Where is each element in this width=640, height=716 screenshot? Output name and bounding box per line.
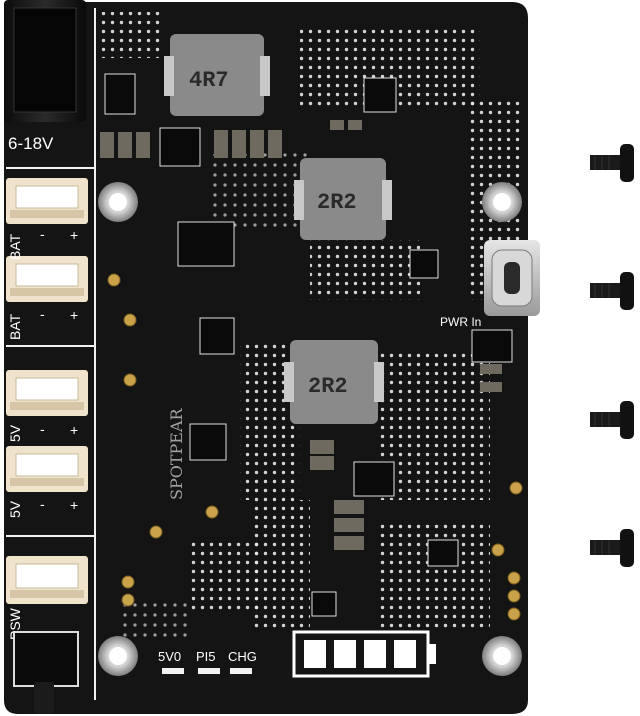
connector-psw (6, 556, 88, 604)
left-section-dividers (6, 167, 95, 537)
connector-label-5v-1: 5V (7, 424, 23, 442)
battery-indicator (292, 630, 436, 678)
led-label-5v0: 5V0 (158, 649, 181, 664)
inductor-middle-label: 2R2 (317, 190, 357, 215)
connector-5v-1 (6, 370, 88, 416)
passive-components (100, 120, 502, 550)
usb-power-label: PWR In (440, 315, 481, 329)
polarity-minus-4: - (40, 496, 45, 512)
dc-barrel-jack (4, 0, 86, 122)
led-label-pi5: PI5 (196, 649, 216, 664)
connector-bat-1 (6, 178, 88, 224)
polarity-plus-4: + (70, 497, 78, 513)
screw-1 (590, 144, 634, 182)
polarity-plus-2: + (70, 307, 78, 323)
mounting-hole-bottom-left (98, 636, 138, 676)
polarity-minus-3: - (40, 421, 45, 437)
led-label-chg: CHG (228, 649, 257, 664)
screw-2 (590, 272, 634, 310)
polarity-plus-1: + (70, 227, 78, 243)
mounting-hole-top-right (482, 182, 522, 222)
brand-silkscreen: SPOTPEAR (167, 407, 186, 500)
connector-bat-2 (6, 256, 88, 302)
connector-5v-2 (6, 446, 88, 492)
usb-c-port (484, 240, 540, 316)
polarity-minus-2: - (40, 306, 45, 322)
pcb-board (4, 2, 528, 714)
mounting-hole-bottom-right (482, 636, 522, 676)
inductor-top-label: 4R7 (189, 68, 229, 93)
inductor-top: 4R7 (164, 34, 270, 116)
connector-label-bat-2: BAT (7, 313, 23, 340)
inductor-middle: 2R2 (294, 158, 392, 240)
status-leds (162, 668, 252, 674)
screw-4 (590, 529, 634, 567)
connector-label-bat-1: BAT (7, 233, 23, 260)
polarity-minus-1: - (40, 226, 45, 242)
power-switch (13, 631, 79, 714)
connector-label-5v-2: 5V (7, 500, 23, 518)
ic-chips (104, 73, 513, 617)
inductor-bottom: 2R2 (284, 340, 384, 424)
input-voltage-label: 6-18V (8, 134, 54, 153)
mounting-hole-top-left (98, 182, 138, 222)
inductor-bottom-label: 2R2 (308, 374, 348, 399)
screw-3 (590, 401, 634, 439)
polarity-plus-3: + (70, 422, 78, 438)
gold-test-pads (107, 273, 523, 621)
